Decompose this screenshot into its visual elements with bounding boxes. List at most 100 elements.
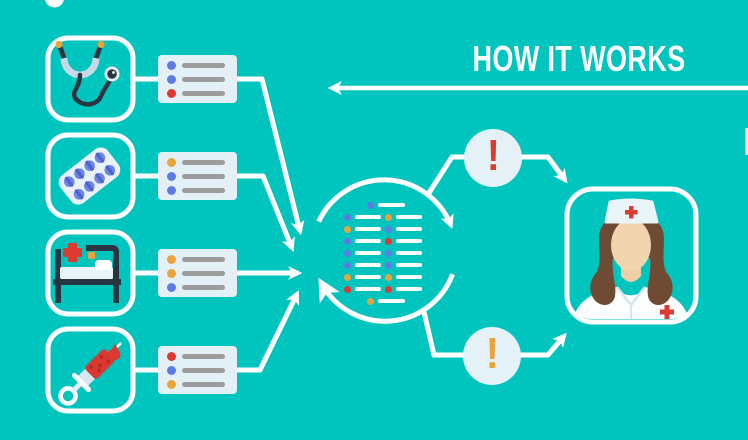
pattern-dot bbox=[385, 273, 392, 281]
source-boxes bbox=[45, 35, 699, 414]
pattern-dot bbox=[344, 261, 351, 269]
text-line bbox=[182, 159, 225, 165]
pattern-dot bbox=[385, 237, 392, 245]
pattern-dot bbox=[367, 297, 374, 305]
source-box-3 bbox=[45, 229, 136, 317]
pattern-row bbox=[344, 199, 426, 211]
bullet-dot bbox=[167, 351, 176, 361]
bullet-dot bbox=[167, 185, 176, 195]
pattern-line bbox=[355, 227, 381, 231]
pills-icon bbox=[58, 147, 121, 205]
pattern-cell bbox=[344, 225, 385, 233]
pattern-line bbox=[378, 299, 405, 303]
pattern-cell bbox=[385, 237, 426, 245]
pattern-line bbox=[396, 251, 422, 255]
syringe-icon bbox=[58, 342, 122, 406]
bullet-dot bbox=[167, 268, 176, 278]
alert-circle-top: ! bbox=[464, 129, 522, 187]
pattern-line bbox=[396, 239, 422, 243]
source-card-4 bbox=[158, 346, 237, 394]
pattern-dot bbox=[385, 261, 392, 269]
process-pattern bbox=[344, 199, 426, 307]
card-row bbox=[167, 268, 237, 278]
pattern-cell bbox=[344, 237, 385, 245]
pattern-cell bbox=[344, 285, 385, 293]
card-row bbox=[167, 60, 237, 70]
bullet-dot bbox=[167, 254, 176, 264]
nurse-hair bbox=[590, 212, 673, 306]
text-line bbox=[182, 270, 225, 276]
exclamation-icon: ! bbox=[485, 329, 499, 378]
pattern-cell bbox=[367, 201, 408, 209]
pattern-dot bbox=[344, 237, 351, 245]
card-row bbox=[167, 74, 237, 84]
pattern-row bbox=[344, 211, 426, 223]
bullet-dot bbox=[167, 282, 176, 292]
bullet-dot bbox=[167, 88, 176, 98]
pattern-line bbox=[378, 203, 405, 207]
source-card-3 bbox=[158, 249, 237, 297]
pattern-cell bbox=[344, 249, 385, 257]
card-row bbox=[167, 365, 237, 375]
pattern-dot bbox=[344, 273, 351, 281]
pattern-dot bbox=[367, 201, 374, 209]
bullet-dot bbox=[167, 60, 176, 70]
pattern-line bbox=[396, 287, 422, 291]
pattern-dot bbox=[344, 213, 351, 221]
bullet-dot bbox=[167, 157, 176, 167]
page-title: HOW IT WORKS bbox=[472, 38, 686, 79]
pattern-row bbox=[344, 223, 426, 235]
stethoscope-icon bbox=[55, 40, 120, 107]
pattern-dot bbox=[385, 249, 392, 257]
bullet-dot bbox=[167, 365, 176, 375]
blood-drop-icon bbox=[109, 344, 121, 360]
pattern-line bbox=[396, 215, 422, 219]
card-row bbox=[167, 282, 237, 292]
pattern-dot bbox=[385, 285, 392, 293]
pattern-line bbox=[396, 275, 422, 279]
card-row bbox=[167, 88, 237, 98]
pattern-cell bbox=[385, 261, 426, 269]
pattern-cell bbox=[385, 285, 426, 293]
text-line bbox=[182, 76, 225, 82]
source-card-1 bbox=[158, 55, 237, 103]
pattern-line bbox=[396, 263, 422, 267]
text-line bbox=[182, 367, 225, 373]
nurse-icon bbox=[573, 198, 689, 319]
pattern-row bbox=[344, 235, 426, 247]
pattern-line bbox=[355, 251, 381, 255]
text-line bbox=[182, 90, 225, 96]
pattern-row bbox=[344, 295, 426, 307]
card-row bbox=[167, 379, 237, 389]
pattern-line bbox=[355, 287, 381, 291]
pattern-dot bbox=[344, 249, 351, 257]
pattern-cell bbox=[385, 249, 426, 257]
card-row bbox=[167, 254, 237, 264]
cycle-arc-top bbox=[316, 177, 454, 229]
bullet-dot bbox=[167, 171, 176, 181]
source-box-1 bbox=[45, 35, 136, 123]
pattern-line bbox=[355, 215, 381, 219]
text-line bbox=[182, 62, 225, 68]
bullet-dot bbox=[167, 379, 176, 389]
recipient-box bbox=[564, 186, 699, 325]
source-box-2 bbox=[45, 132, 136, 220]
card-row bbox=[167, 351, 237, 361]
text-line bbox=[182, 256, 225, 262]
pattern-cell bbox=[385, 213, 426, 221]
pattern-line bbox=[396, 227, 422, 231]
exclamation-icon: ! bbox=[486, 131, 500, 180]
pattern-dot bbox=[344, 225, 351, 233]
pattern-row bbox=[344, 271, 426, 283]
pattern-line bbox=[355, 275, 381, 279]
pattern-cell bbox=[367, 297, 408, 305]
card-row bbox=[167, 185, 237, 195]
pattern-row bbox=[344, 283, 426, 295]
text-line bbox=[182, 173, 225, 179]
text-line bbox=[182, 187, 225, 193]
pattern-line bbox=[355, 239, 381, 243]
pattern-cell bbox=[344, 213, 385, 221]
pattern-dot bbox=[385, 225, 392, 233]
